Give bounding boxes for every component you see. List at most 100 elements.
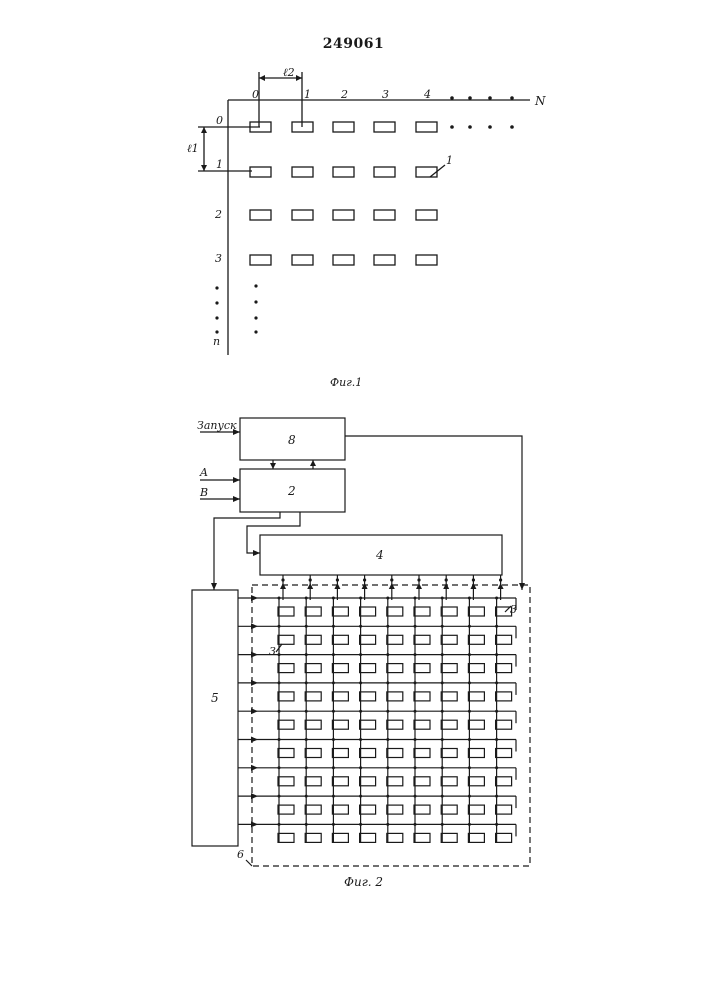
storage-cell — [360, 635, 376, 644]
storage-cell — [278, 692, 294, 701]
junction-dot — [332, 710, 335, 713]
storage-cell — [278, 720, 294, 729]
junction-dot — [495, 597, 498, 600]
storage-cell — [360, 833, 376, 842]
fig1-dot — [450, 96, 454, 100]
junction-dot — [414, 823, 417, 826]
storage-cell — [360, 692, 376, 701]
fig1-x-tick-2: 2 — [340, 88, 348, 101]
junction-dot — [278, 653, 281, 656]
junction-dot — [278, 597, 281, 600]
junction-dot — [359, 710, 362, 713]
junction-dot — [468, 653, 471, 656]
arrow-head — [251, 623, 258, 629]
storage-cell — [468, 805, 484, 814]
storage-cell — [468, 692, 484, 701]
junction-dot — [386, 653, 389, 656]
storage-cell — [414, 749, 430, 758]
junction-dot — [414, 653, 417, 656]
arrow-head — [443, 583, 449, 589]
junction-dot — [386, 597, 389, 600]
fig1-dot — [215, 316, 218, 319]
junction-dot — [468, 823, 471, 826]
junction-dot — [332, 625, 335, 628]
fig1-caption: Фиг.1 — [330, 376, 362, 389]
junction-dot — [390, 578, 393, 581]
arrow-head — [470, 583, 476, 589]
storage-cell — [332, 692, 348, 701]
junction-dot — [441, 625, 444, 628]
block-5 — [192, 590, 238, 846]
storage-cell — [441, 749, 457, 758]
arrow-head — [362, 583, 368, 589]
arrow-head — [251, 765, 258, 771]
junction-dot — [332, 738, 335, 741]
junction-dot — [363, 578, 366, 581]
storage-cell — [332, 635, 348, 644]
junction-dot — [414, 795, 417, 798]
block-5-label: 5 — [211, 691, 219, 705]
storage-cell — [305, 692, 321, 701]
storage-cell — [496, 749, 512, 758]
junction-dot — [417, 578, 420, 581]
junction-dot — [468, 738, 471, 741]
junction-dot — [278, 738, 281, 741]
junction-dot — [332, 823, 335, 826]
fig1-dim-l1: ℓ1 — [187, 142, 199, 155]
junction-dot — [386, 738, 389, 741]
fig1-x-tick-4: 4 — [423, 88, 431, 101]
junction-dot — [468, 625, 471, 628]
fig1-element — [374, 122, 395, 132]
storage-cell — [496, 833, 512, 842]
storage-cell — [468, 635, 484, 644]
storage-cell — [414, 607, 430, 616]
junction-dot — [441, 653, 444, 656]
junction-dot — [468, 597, 471, 600]
fig1-x-tick-1: 1 — [304, 88, 311, 101]
arrow-head — [251, 737, 258, 743]
block-2-label: 2 — [287, 484, 296, 498]
junction-dot — [305, 795, 308, 798]
fig1-y-tick-0: 0 — [216, 114, 223, 127]
fig1-dot — [254, 300, 257, 303]
fig1-element — [250, 255, 271, 265]
junction-dot — [332, 597, 335, 600]
junction-dot — [305, 597, 308, 600]
junction-dot — [495, 766, 498, 769]
fig1-y-tick-2: 2 — [214, 208, 222, 221]
fig2-caption: Фиг. 2 — [344, 875, 383, 889]
junction-dot — [332, 653, 335, 656]
fig1-element — [292, 255, 313, 265]
junction-dot — [386, 823, 389, 826]
junction-dot — [305, 766, 308, 769]
junction-dot — [359, 766, 362, 769]
storage-cell — [332, 805, 348, 814]
storage-cell — [332, 607, 348, 616]
storage-cell — [414, 664, 430, 673]
storage-cell — [441, 805, 457, 814]
storage-cell — [360, 720, 376, 729]
storage-cell — [305, 777, 321, 786]
junction-dot — [441, 795, 444, 798]
arrow-head — [251, 595, 258, 601]
storage-cell — [305, 749, 321, 758]
matrix-label: 6 — [237, 848, 244, 861]
junction-dot — [468, 681, 471, 684]
storage-cell — [360, 749, 376, 758]
block-4-label: 4 — [375, 548, 384, 562]
storage-cell — [278, 664, 294, 673]
junction-dot — [495, 795, 498, 798]
junction-dot — [332, 766, 335, 769]
junction-dot — [305, 625, 308, 628]
storage-cell — [468, 777, 484, 786]
junction-dot — [359, 823, 362, 826]
storage-cell — [387, 692, 403, 701]
fig1-element — [374, 210, 395, 220]
fig1-element-callout: 1 — [446, 154, 453, 167]
fig1-element — [333, 122, 354, 132]
fig1-element — [250, 210, 271, 220]
fig1-element — [250, 167, 271, 177]
storage-cell — [387, 749, 403, 758]
junction-dot — [305, 653, 308, 656]
junction-dot — [278, 823, 281, 826]
